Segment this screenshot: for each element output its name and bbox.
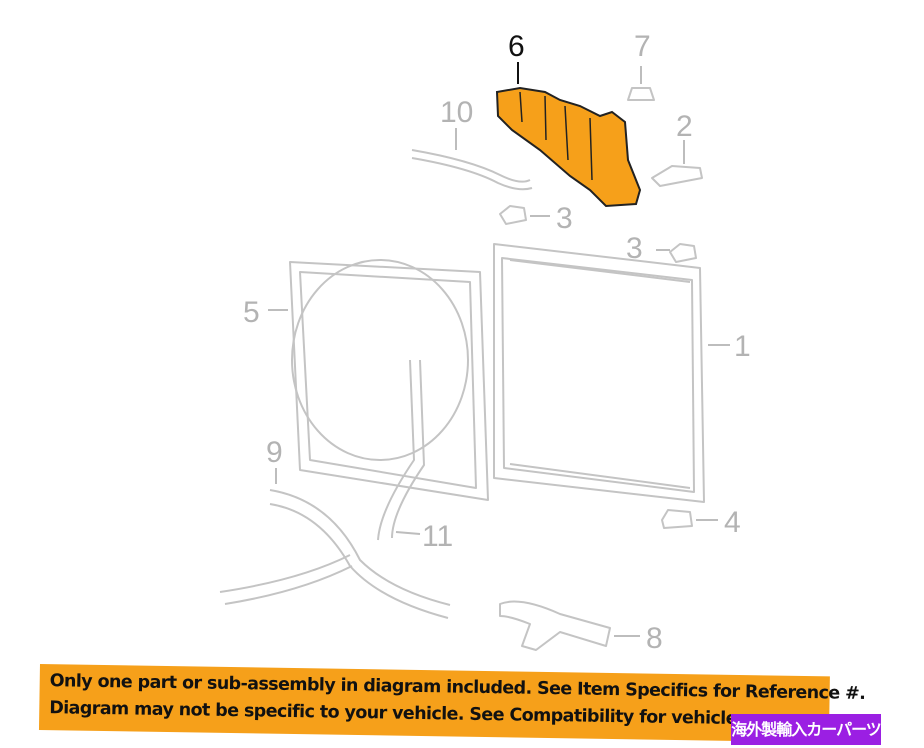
callout-10: 10 [440, 96, 473, 129]
radiator-part-1 [493, 243, 705, 503]
hose-part-9 [269, 489, 451, 606]
callout-5: 5 [243, 296, 260, 329]
disclaimer-banner: Only one part or sub-assembly in diagram… [38, 664, 865, 743]
coolant-reservoir-part-6[interactable] [495, 86, 642, 208]
bracket-part-4 [661, 509, 693, 529]
hose-part-8 [499, 600, 611, 651]
mount-part-3a [499, 205, 527, 225]
callout-3a: 3 [556, 202, 573, 235]
callout-8: 8 [646, 622, 663, 655]
callout-9: 9 [266, 436, 283, 469]
callout-2: 2 [676, 110, 693, 143]
mount-part-3b [669, 243, 697, 263]
bracket-part-2 [651, 165, 703, 187]
callout-4: 4 [724, 506, 741, 539]
callout-1: 1 [734, 330, 751, 363]
callout-3b: 3 [626, 232, 643, 265]
fan-shroud-part-5 [289, 259, 489, 501]
callout-7: 7 [634, 30, 651, 63]
pipe-part-11 [377, 359, 425, 541]
cap-part-7 [627, 87, 655, 101]
callout-6: 6 [508, 30, 525, 63]
hose-part-10 [411, 149, 531, 183]
callout-11: 11 [422, 520, 453, 553]
import-parts-badge: 海外製輸入カーパーツ [731, 714, 882, 745]
